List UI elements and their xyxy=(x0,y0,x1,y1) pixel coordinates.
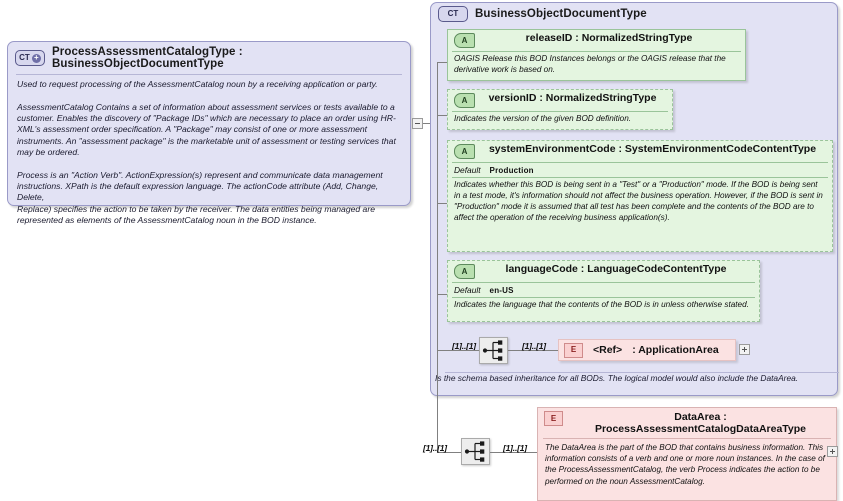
attribute-documentation-languagecode: Indicates the language that the contents… xyxy=(454,300,749,309)
attribute-box-releaseid: A releaseID : NormalizedStringType OAGIS… xyxy=(447,29,746,81)
connector-trunk-to-dataarea xyxy=(437,123,438,452)
connector-branch-languagecode xyxy=(437,294,447,295)
plus-toggle-applicationarea[interactable] xyxy=(739,344,750,355)
attribute-documentation-releaseid: OAGIS Release this BOD Instances belongs… xyxy=(454,54,726,74)
complextype-box-process-assessment-catalog: CT+ ProcessAssessmentCatalogType : Busin… xyxy=(7,41,411,225)
attribute-icon-label: A xyxy=(461,146,468,156)
header-divider xyxy=(16,74,402,75)
attribute-icon-label: A xyxy=(461,266,468,276)
connector-to-sequence-2 xyxy=(437,452,467,453)
attribute-divider xyxy=(452,111,668,112)
complextype-header: CT+ ProcessAssessmentCatalogType : Busin… xyxy=(8,42,410,72)
element-divider xyxy=(543,438,831,440)
connector-branch-releaseid xyxy=(437,62,447,63)
complextype-icon-label: CT xyxy=(19,53,30,62)
cardinality-right-dataarea: [1]..[1] xyxy=(503,443,527,453)
element-documentation-dataarea: The DataArea is the part of the BOD that… xyxy=(545,443,825,486)
complextype-documentation: Used to request processing of the Assess… xyxy=(17,79,396,226)
attribute-name-languagecode: languageCode : LanguageCodeContentType xyxy=(505,263,727,275)
element-ref-label: <Ref> xyxy=(593,344,623,356)
minus-toggle-main-type[interactable] xyxy=(412,118,423,129)
attribute-box-versionid: A versionID : NormalizedStringType Indic… xyxy=(447,89,673,130)
attribute-header: A systemEnvironmentCode : SystemEnvironm… xyxy=(448,141,832,162)
cardinality-left-dataarea: [1]..[1] xyxy=(423,443,447,453)
connector-branch-versionid xyxy=(437,115,447,116)
connector-sequence-to-dataarea xyxy=(490,452,538,453)
plus-toggle-dataarea[interactable] xyxy=(827,446,838,457)
attribute-default-row: Default Production xyxy=(448,163,832,177)
element-ref-applicationarea[interactable]: E <Ref> : ApplicationArea xyxy=(558,339,736,361)
attribute-divider-2 xyxy=(452,177,828,178)
connector-to-sequence-1 xyxy=(449,350,479,351)
complextype-expand-icon[interactable]: CT+ xyxy=(15,50,45,66)
element-icon: E xyxy=(564,342,583,358)
attribute-divider xyxy=(452,51,741,52)
attribute-icon: A xyxy=(454,93,475,108)
attribute-header: A languageCode : LanguageCodeContentType xyxy=(448,261,759,282)
attribute-divider-2 xyxy=(452,297,755,298)
attribute-icon: A xyxy=(454,33,475,48)
attribute-header: A versionID : NormalizedStringType xyxy=(448,90,672,111)
element-name-dataarea: DataArea : ProcessAssessmentCatalogDataA… xyxy=(594,411,807,436)
base-type-footer-divider xyxy=(445,372,839,373)
default-value: Production xyxy=(489,166,534,175)
default-label: Default xyxy=(454,165,481,175)
attribute-icon-label: A xyxy=(461,95,468,105)
sequence-icon-glyph xyxy=(464,441,485,462)
attribute-divider xyxy=(452,282,755,283)
connector-branch-sequence xyxy=(437,350,449,351)
attribute-default-row: Default en-US xyxy=(448,283,759,297)
attribute-icon: A xyxy=(454,144,475,159)
attribute-icon-label: A xyxy=(461,35,468,45)
attribute-header: A releaseID : NormalizedStringType xyxy=(448,30,745,51)
attribute-name-releaseid: releaseID : NormalizedStringType xyxy=(525,32,693,44)
attribute-name-systemenvironmentcode: systemEnvironmentCode : SystemEnvironmen… xyxy=(488,143,817,155)
element-box-dataarea: E DataArea : ProcessAssessmentCatalogDat… xyxy=(537,407,837,501)
default-value: en-US xyxy=(489,286,514,295)
complextype-icon[interactable]: CT xyxy=(438,6,468,22)
element-ref-name: : ApplicationArea xyxy=(632,344,719,356)
base-type-footer-documentation: Is the schema based inheritance for all … xyxy=(435,373,799,383)
base-type-header: CT BusinessObjectDocumentType xyxy=(431,3,837,24)
attribute-box-languagecode: A languageCode : LanguageCodeContentType… xyxy=(447,260,760,322)
connector-branch-systemenvironmentcode xyxy=(437,203,447,204)
element-icon-label: E xyxy=(570,345,577,354)
cardinality-right-applicationarea: [1]..[1] xyxy=(522,341,546,351)
default-label: Default xyxy=(454,285,481,295)
connector-sequence-to-ref xyxy=(508,350,558,351)
base-type-icon-label: CT xyxy=(447,9,459,18)
element-icon-label: E xyxy=(550,413,557,423)
attribute-box-systemenvironmentcode: A systemEnvironmentCode : SystemEnvironm… xyxy=(447,140,833,252)
sequence-icon-glyph xyxy=(482,340,503,361)
element-header: E DataArea : ProcessAssessmentCatalogDat… xyxy=(538,408,836,438)
page-title: ProcessAssessmentCatalogType : BusinessO… xyxy=(52,46,243,70)
attribute-documentation-systemenvironmentcode: Indicates whether this BOD is being sent… xyxy=(454,180,823,222)
cardinality-left-applicationarea: [1]..[1] xyxy=(452,341,476,351)
attribute-icon: A xyxy=(454,264,475,279)
base-type-title: BusinessObjectDocumentType xyxy=(475,8,647,20)
sequence-compositor-icon[interactable] xyxy=(479,337,508,364)
attribute-documentation-versionid: Indicates the version of the given BOD d… xyxy=(454,114,632,123)
element-icon: E xyxy=(544,411,563,426)
attribute-divider xyxy=(452,162,828,163)
complextype-icon-plus: + xyxy=(31,53,41,63)
sequence-compositor-icon-dataarea[interactable] xyxy=(461,438,490,465)
attribute-name-versionid: versionID : NormalizedStringType xyxy=(488,92,657,104)
